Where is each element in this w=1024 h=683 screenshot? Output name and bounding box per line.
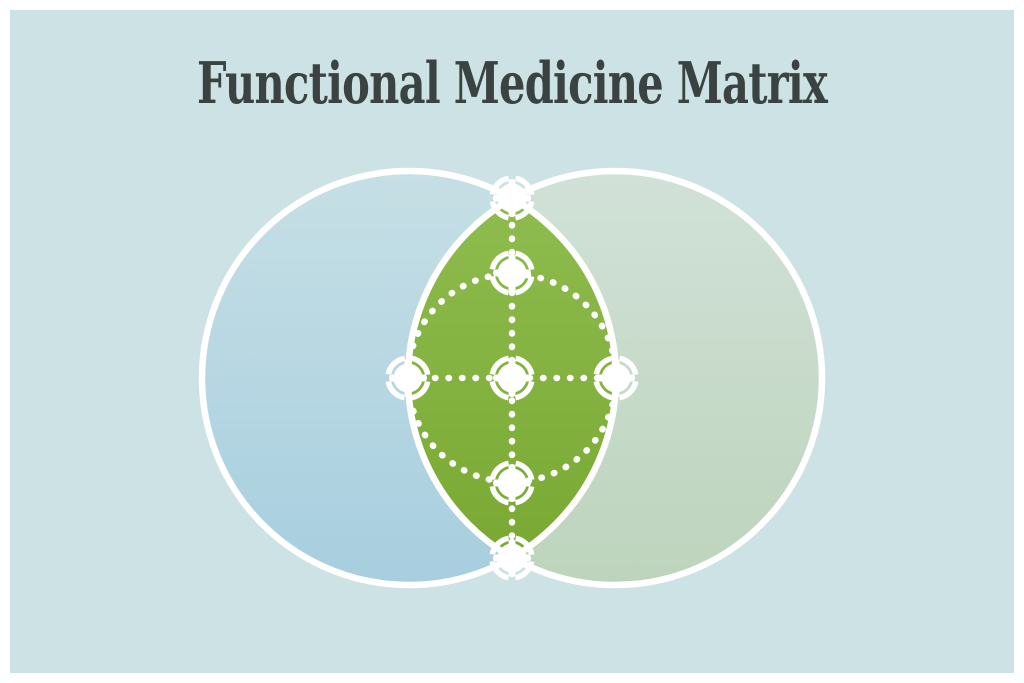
node-bottom-intersection [492,538,532,578]
node-upper-middle [492,253,532,293]
node-left [388,358,428,398]
node-right [596,358,636,398]
node-center [492,358,532,398]
page-title: Functional Medicine Matrix [197,50,828,117]
node-top-intersection [492,178,532,218]
node-lower-middle [492,463,532,503]
